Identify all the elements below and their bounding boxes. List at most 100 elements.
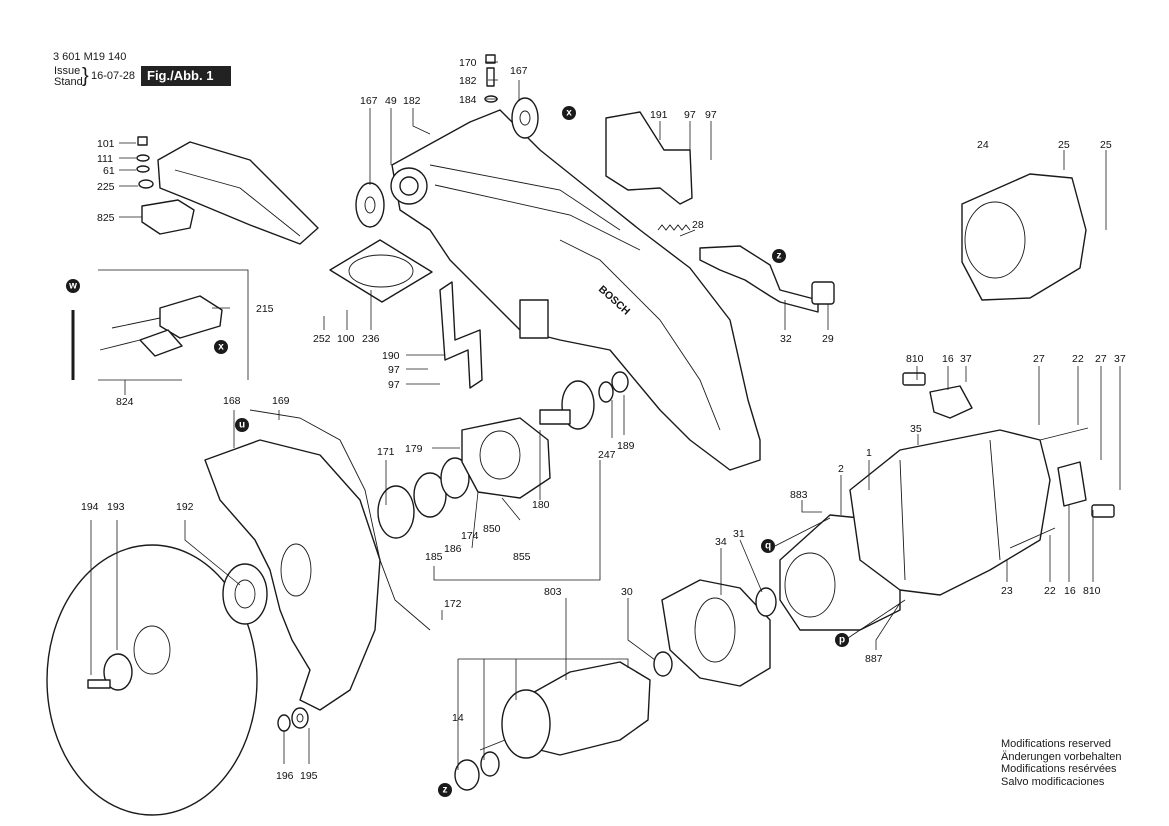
label-180: 180 bbox=[532, 499, 550, 511]
label-37: 37 bbox=[1114, 353, 1126, 365]
label-22: 22 bbox=[1072, 353, 1084, 365]
lower-guard-192 bbox=[204, 439, 381, 711]
label-824: 824 bbox=[116, 396, 134, 408]
label-810: 810 bbox=[1083, 585, 1101, 597]
label-100: 100 bbox=[337, 333, 355, 345]
label-111: 111 bbox=[97, 153, 113, 165]
figure-title: Fig./Abb. 1 bbox=[141, 66, 231, 86]
label-22: 22 bbox=[1044, 585, 1056, 597]
label-196: 196 bbox=[276, 770, 294, 782]
parts-drawings: BOSCH bbox=[46, 54, 1115, 816]
svg-text:p: p bbox=[839, 635, 845, 646]
label-195: 195 bbox=[300, 770, 318, 782]
label-883: 883 bbox=[790, 489, 808, 501]
label-23: 23 bbox=[1001, 585, 1013, 597]
bracket-191 bbox=[605, 111, 693, 205]
label-97: 97 bbox=[684, 109, 696, 121]
label-191: 191 bbox=[650, 109, 668, 121]
saw-blade bbox=[46, 544, 258, 816]
label-14: 14 bbox=[452, 712, 464, 724]
brace: } bbox=[82, 65, 89, 87]
ring-171 bbox=[377, 485, 415, 539]
washer-167-right bbox=[511, 97, 539, 139]
brush-holder-top bbox=[929, 385, 973, 419]
label-215: 215 bbox=[256, 303, 274, 315]
label-168: 168 bbox=[223, 395, 241, 407]
label-179: 179 bbox=[405, 443, 423, 455]
label-172: 172 bbox=[444, 598, 462, 610]
label-192: 192 bbox=[176, 501, 194, 513]
issue-date: 16-07-28 bbox=[91, 70, 136, 82]
marker-w: w bbox=[66, 279, 80, 293]
label-186: 186 bbox=[444, 543, 462, 555]
label-35: 35 bbox=[910, 423, 922, 435]
svg-text:q: q bbox=[765, 541, 771, 552]
marker-z-bottom: z bbox=[438, 783, 452, 797]
svg-text:z: z bbox=[443, 785, 448, 796]
label-24: 24 bbox=[977, 139, 989, 151]
label-185: 185 bbox=[425, 551, 443, 563]
svg-text:z: z bbox=[777, 251, 782, 262]
label-887: 887 bbox=[865, 653, 883, 665]
bracket-190 bbox=[439, 281, 483, 389]
label-189: 189 bbox=[617, 440, 635, 452]
label-850: 850 bbox=[483, 523, 501, 535]
washer-167-left bbox=[355, 182, 385, 228]
label-97: 97 bbox=[388, 379, 400, 391]
svg-text:x: x bbox=[218, 342, 224, 353]
label-2: 2 bbox=[838, 463, 844, 475]
motor-cap-24 bbox=[961, 173, 1087, 301]
label-37: 37 bbox=[960, 353, 972, 365]
label-825: 825 bbox=[97, 212, 115, 224]
note-french: Modifications resérvées bbox=[1001, 763, 1117, 775]
brush-holder-right bbox=[1057, 461, 1087, 507]
plate-236 bbox=[329, 239, 433, 303]
lever-32 bbox=[699, 245, 819, 313]
label-1: 1 bbox=[866, 447, 872, 459]
label-174: 174 bbox=[461, 530, 479, 542]
label-61: 61 bbox=[103, 165, 115, 177]
flange-180 bbox=[461, 417, 551, 499]
label-182: 182 bbox=[403, 95, 421, 107]
label-27: 27 bbox=[1033, 353, 1045, 365]
label-28: 28 bbox=[692, 219, 704, 231]
part-labels: 170 182 184 167 167 49 182 101 111 61 22… bbox=[81, 57, 1126, 782]
screw-stack-101 bbox=[136, 136, 154, 189]
arm-housing bbox=[391, 109, 761, 471]
label-27: 27 bbox=[1095, 353, 1107, 365]
label-247: 247 bbox=[598, 449, 616, 461]
label-97: 97 bbox=[705, 109, 717, 121]
label-236: 236 bbox=[362, 333, 380, 345]
label-167: 167 bbox=[360, 95, 378, 107]
stand-label: Stand bbox=[54, 76, 83, 88]
label-810: 810 bbox=[906, 353, 924, 365]
knob-29 bbox=[811, 281, 835, 305]
label-16: 16 bbox=[1064, 585, 1076, 597]
modifications-notes: Modifications reserved Änderungen vorbeh… bbox=[1001, 738, 1121, 788]
label-182: 182 bbox=[459, 75, 477, 87]
guard-link-169 bbox=[249, 409, 431, 631]
label-31: 31 bbox=[733, 528, 745, 540]
label-171: 171 bbox=[377, 446, 395, 458]
marker-z-top: z bbox=[772, 249, 786, 263]
label-190: 190 bbox=[382, 350, 400, 362]
label-184: 184 bbox=[459, 94, 477, 106]
label-32: 32 bbox=[780, 333, 792, 345]
label-252: 252 bbox=[313, 333, 331, 345]
label-855: 855 bbox=[513, 551, 531, 563]
label-97: 97 bbox=[388, 364, 400, 376]
label-194: 194 bbox=[81, 501, 99, 513]
svg-text:w: w bbox=[68, 281, 77, 292]
marker-u: u bbox=[235, 418, 249, 432]
label-25: 25 bbox=[1058, 139, 1070, 151]
marker-q: q bbox=[761, 539, 775, 553]
bracket-825 bbox=[141, 199, 195, 235]
svg-text:x: x bbox=[566, 108, 572, 119]
marker-x-left: x bbox=[214, 340, 228, 354]
switch-assembly-824 bbox=[99, 295, 223, 357]
marker-p: p bbox=[835, 633, 849, 647]
label-193: 193 bbox=[107, 501, 125, 513]
label-16: 16 bbox=[942, 353, 954, 365]
svg-text:u: u bbox=[239, 420, 245, 431]
